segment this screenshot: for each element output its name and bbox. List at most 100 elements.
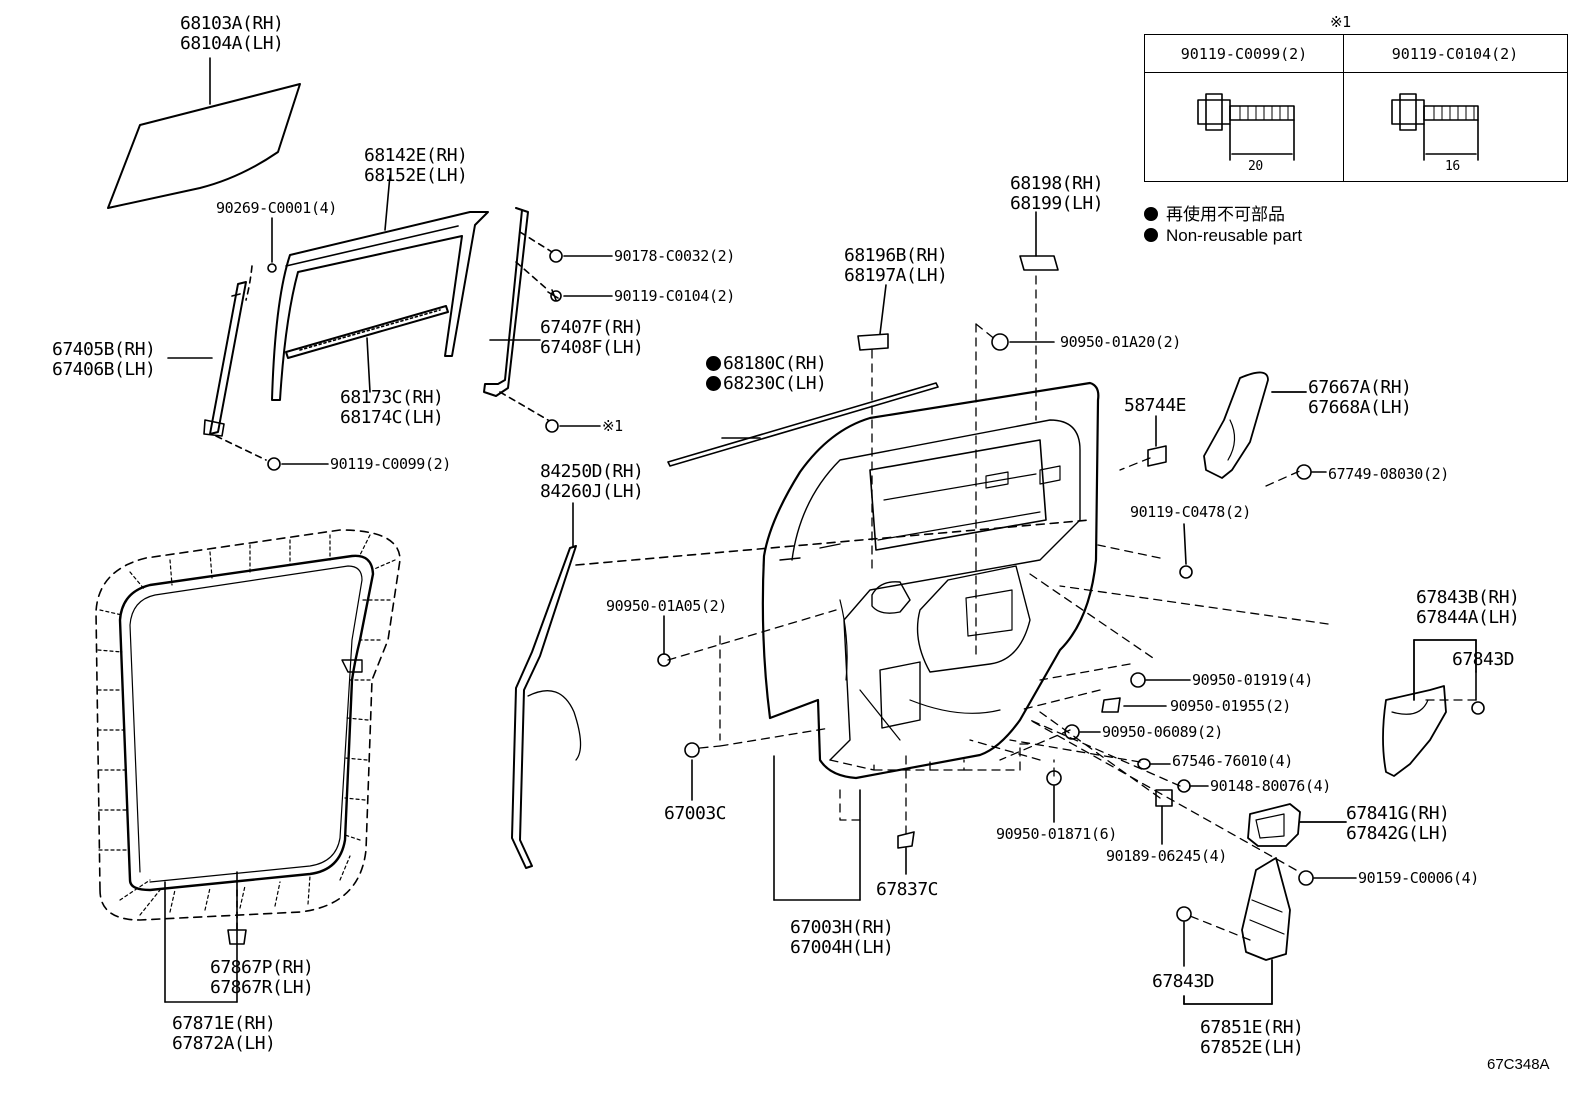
label-90178-c0032: 90178-C0032(2): [614, 247, 735, 265]
label-line-lh: 67408F(LH): [540, 337, 644, 358]
label-90950-01955: 90950-01955(2): [1170, 697, 1291, 715]
label-90950-01871: 90950-01871(6): [996, 825, 1117, 843]
label-ref-mark-1: ※1: [602, 417, 623, 435]
belt-molding: [285, 305, 449, 393]
reference-table: 90119-C0099(2) 90119-C0104(2): [1144, 34, 1568, 182]
label-67749-08030: 67749-08030(2): [1328, 465, 1449, 483]
door-panel: [761, 381, 1100, 901]
label-90189-06245: 90189-06245(4): [1106, 847, 1227, 865]
slide-channel-harness: [511, 502, 1091, 869]
label-68173c-68174c: 68173C(RH) 68174C(LH): [340, 387, 444, 428]
label-line-rh: 67843B(RH): [1416, 587, 1520, 608]
label-line-rh: 84250D(RH): [540, 461, 644, 482]
non-reusable-dot-icon: [706, 356, 721, 371]
label-90119-c0099: 90119-C0099(2): [330, 455, 451, 473]
inner-cover-67841: [1247, 803, 1347, 847]
label-90269-c0001: 90269-C0001(4): [216, 199, 337, 217]
label-line-rh: 67841G(RH): [1346, 803, 1450, 824]
leader-lines: [667, 275, 1477, 941]
label-line-lh: 67852E(LH): [1200, 1037, 1304, 1058]
label-line-rh: 67405B(RH): [52, 339, 156, 360]
label-line-rh: 67867P(RH): [210, 957, 314, 978]
label-line-rh: 67407F(RH): [540, 317, 644, 338]
label-line-lh: 67406B(LH): [52, 359, 156, 380]
label-90950-01919: 90950-01919(4): [1192, 671, 1313, 689]
label-line-lh: 68174C(LH): [340, 407, 444, 428]
label-line-lh: 67842G(LH): [1346, 823, 1450, 844]
ref-dim-left: 20: [1248, 159, 1263, 174]
label-line-rh: 68103A(RH): [180, 13, 284, 34]
label-line-lh: 67668A(LH): [1308, 397, 1412, 418]
bracket-67851: [1183, 857, 1291, 1005]
quarter-trim: [1203, 371, 1307, 479]
label-67871e-67872a: 67871E(RH) 67872A(LH): [172, 1013, 276, 1054]
label-67837c: 67837C: [876, 879, 939, 900]
label-90159-c0006: 90159-C0006(4): [1358, 869, 1479, 887]
ref-table-marker: ※1: [1330, 13, 1351, 31]
label-67546-76010: 67546-76010(4): [1172, 752, 1293, 770]
bolt-90119-c0099: [215, 435, 329, 471]
label-90148-80076: 90148-80076(4): [1210, 777, 1331, 795]
label-67407f-67408f: 67407F(RH) 67408F(LH): [540, 317, 644, 358]
label-67003h-67004h: 67003H(RH) 67004H(LH): [790, 917, 894, 958]
fasteners: [657, 211, 1485, 967]
label-line-lh: 84260J(LH): [540, 481, 644, 502]
ref-table-divider: [1343, 35, 1344, 181]
label-90119-c0104: 90119-C0104(2): [614, 287, 735, 305]
label-line-lh: 68197A(LH): [844, 265, 948, 286]
non-reusable-dot-icon: [706, 376, 721, 391]
label-67405b-67406b: 67405B(RH) 67406B(LH): [52, 339, 156, 380]
label-68103a-68104a: 68103A(RH) 68104A(LH): [180, 13, 284, 54]
label-line-rh: 68180C(RH): [706, 354, 827, 374]
legend-jp: 再使用不可部品: [1144, 200, 1285, 225]
door-opening-weatherstrip: [95, 529, 401, 1003]
ref-dim-right: 16: [1445, 159, 1460, 174]
label-67841g-67842g: 67841G(RH) 67842G(LH): [1346, 803, 1450, 844]
label-line-lh: 68230C(LH): [706, 374, 827, 394]
ref-bolt-drawings: [1197, 93, 1479, 161]
label-68180c-68230c: 68180C(RH) 68230C(LH): [706, 354, 827, 394]
label-line-lh: 67872A(LH): [172, 1033, 276, 1054]
window-glass: [107, 57, 301, 209]
label-line-lh: 68104A(LH): [180, 33, 284, 54]
label-90950-01a05: 90950-01A05(2): [606, 597, 727, 615]
label-90950-06089: 90950-06089(2): [1102, 723, 1223, 741]
label-line-lh: 68152E(LH): [364, 165, 468, 186]
label-line-rh: 67851E(RH): [1200, 1017, 1304, 1038]
label-67003c: 67003C: [664, 803, 727, 824]
run-channel-rear: [483, 207, 613, 433]
label-68196b-68197a: 68196B(RH) 68197A(LH): [844, 245, 948, 286]
label-67667a-67668a: 67667A(RH) 67668A(LH): [1308, 377, 1412, 418]
outer-weatherstrip-belt: [667, 382, 939, 467]
label-line-rh: 67871E(RH): [172, 1013, 276, 1034]
label-67867p-67867r: 67867P(RH) 67867R(LH): [210, 957, 314, 998]
ref-table-header-right: 90119-C0104(2): [1343, 35, 1567, 73]
label-90119-c0478: 90119-C0478(2): [1130, 503, 1251, 521]
non-reusable-dot-icon: [1144, 207, 1158, 221]
label-67843b-67844a: 67843B(RH) 67844A(LH): [1416, 587, 1520, 628]
legend-en: Non-reusable part: [1144, 226, 1302, 246]
label-line-rh: 67667A(RH): [1308, 377, 1412, 398]
label-line-lh: 67867R(LH): [210, 977, 314, 998]
label-line-rh: 68196B(RH): [844, 245, 948, 266]
label-68198-68199: 68198(RH) 68199(LH): [1010, 173, 1104, 214]
panel-cover-67843b: [1382, 639, 1477, 777]
label-90950-01a20: 90950-01A20(2): [1060, 333, 1181, 351]
diagram-code: 67C348A: [1487, 1056, 1550, 1073]
label-line-rh: 68173C(RH): [340, 387, 444, 408]
label-67843d-bottom: 67843D: [1152, 971, 1215, 992]
label-line-rh: 68142E(RH): [364, 145, 468, 166]
label-line-rh: 67003H(RH): [790, 917, 894, 938]
label-line-lh: 67004H(LH): [790, 937, 894, 958]
label-84250d-84260j: 84250D(RH) 84260J(LH): [540, 461, 644, 502]
label-line-lh: 67844A(LH): [1416, 607, 1520, 628]
label-line-rh: 68198(RH): [1010, 173, 1104, 194]
label-58744e: 58744E: [1124, 395, 1187, 416]
run-channel-front: [167, 217, 277, 437]
door-frame-weatherstrip: [271, 174, 489, 401]
label-67843d-right: 67843D: [1452, 649, 1515, 670]
ref-table-header-left: 90119-C0099(2): [1145, 35, 1343, 73]
label-67851e-67852e: 67851E(RH) 67852E(LH): [1200, 1017, 1304, 1058]
